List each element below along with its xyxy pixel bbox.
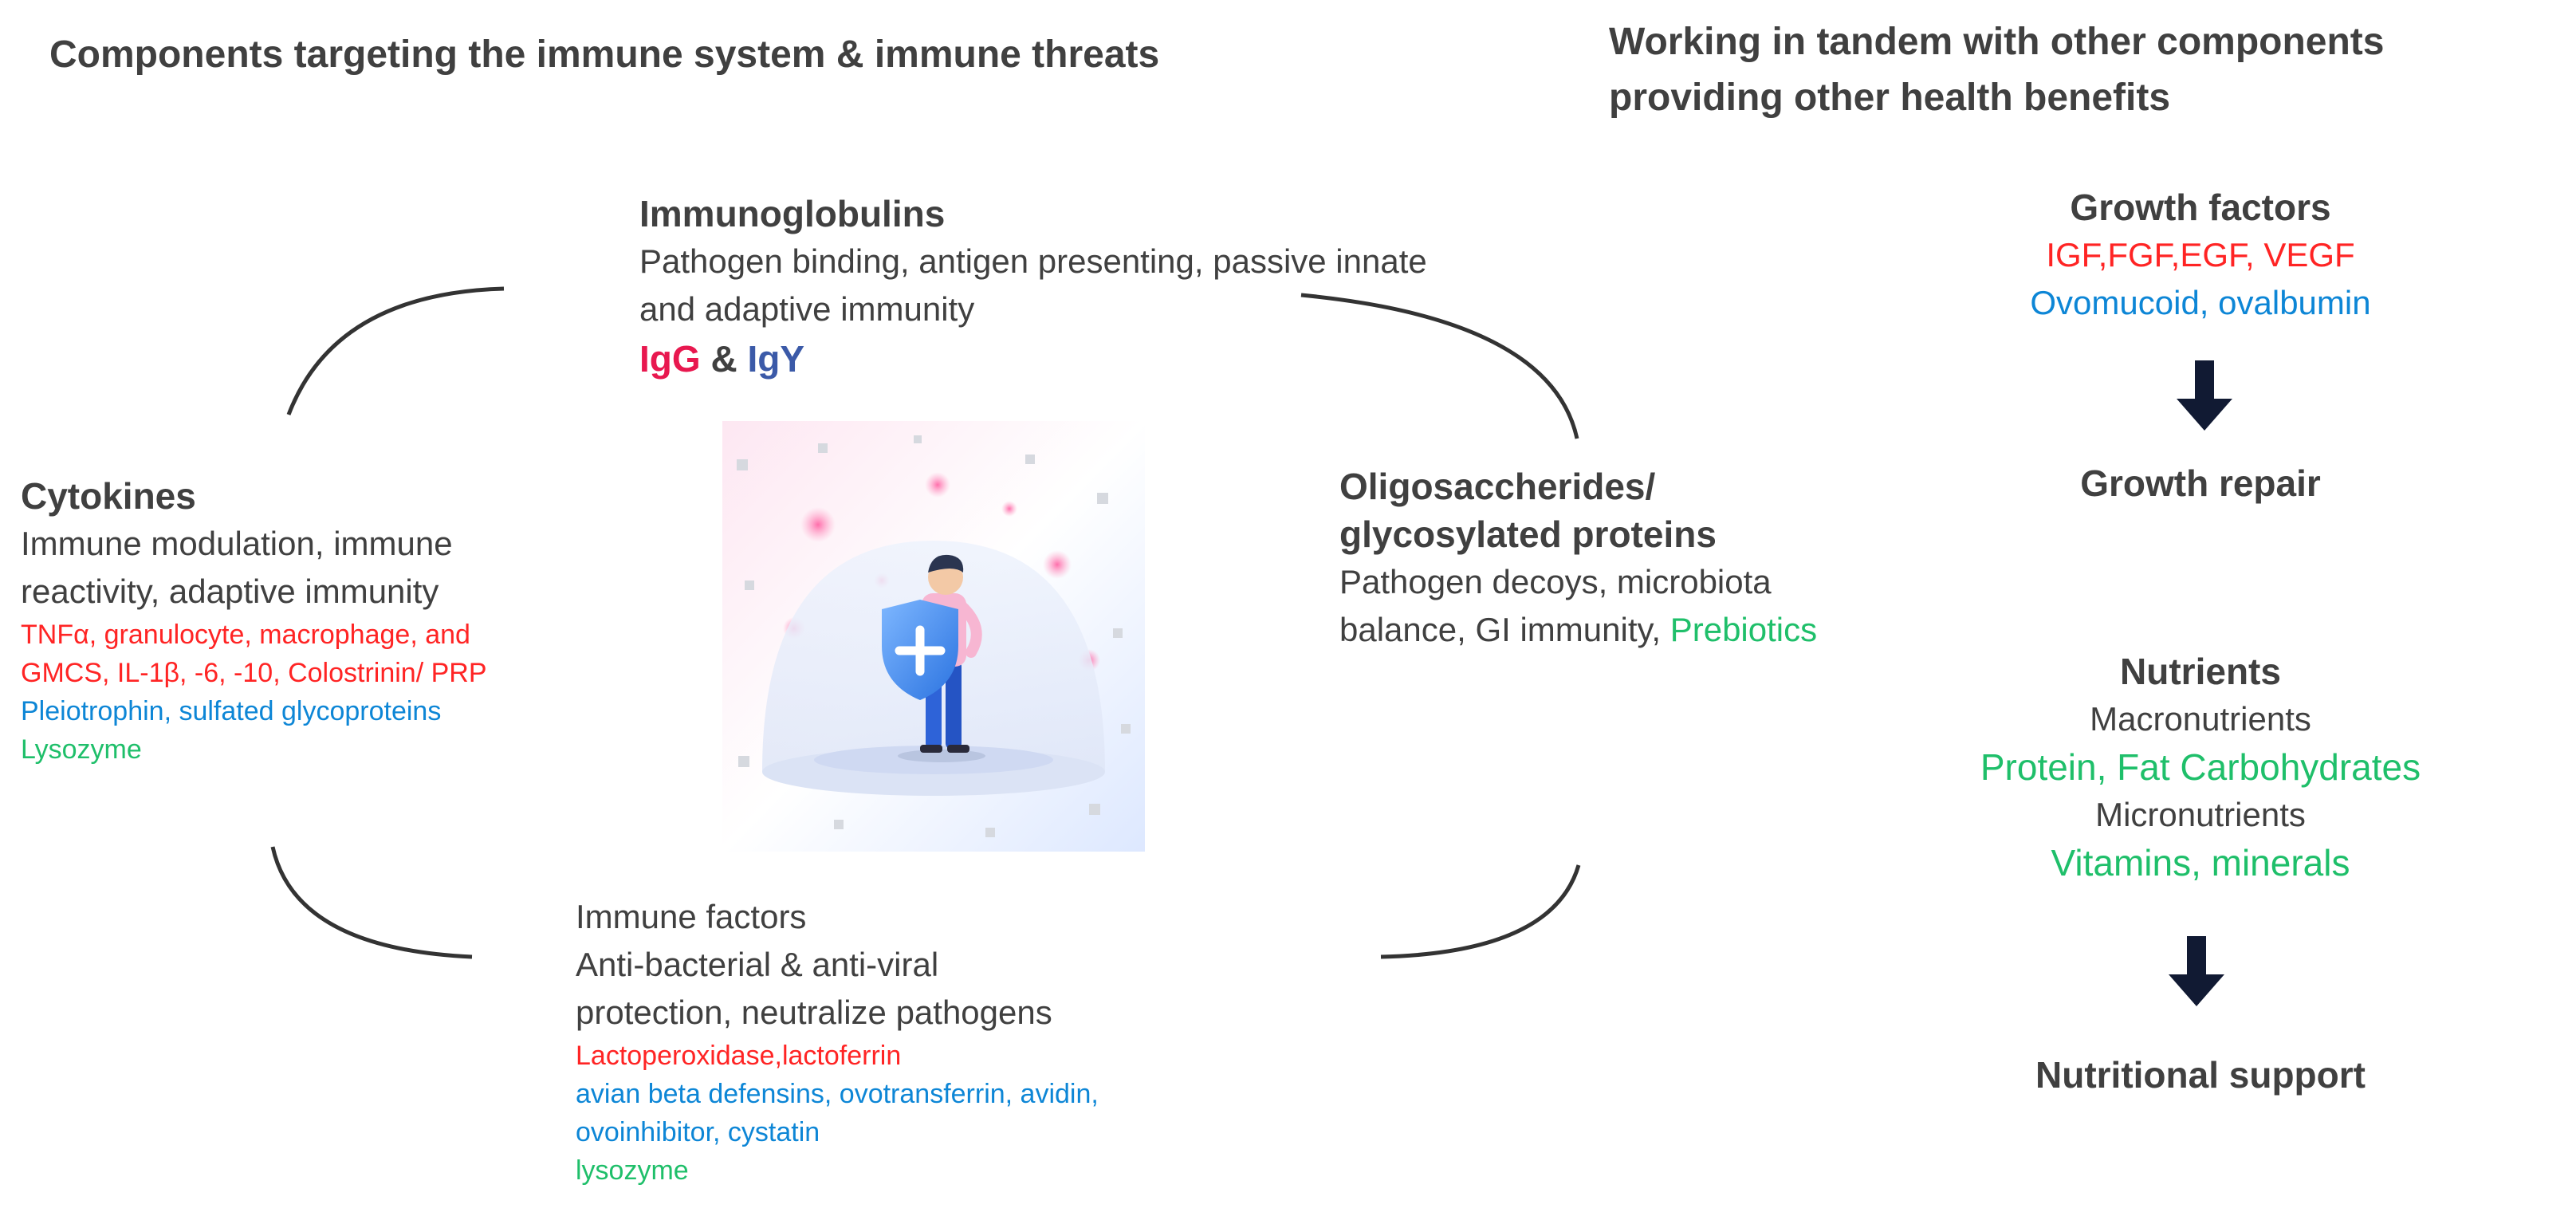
immune-factors-desc-1: Anti-bacterial & anti-viral (576, 946, 939, 983)
growth-repair-label: Growth repair (2080, 462, 2321, 504)
nutrients-block: Nutrients Macronutrients Protein, Fat Ca… (1898, 647, 2503, 887)
cytokines-desc-2: reactivity, adaptive immunity (21, 573, 439, 610)
oligosaccharides-desc-2: balance, GI immunity, Prebiotics (1339, 606, 1817, 654)
cytokines-red-1: TNFα, granulocyte, macrophage, and (21, 620, 470, 650)
macronutrients-label: Macronutrients (2090, 700, 2311, 738)
igg-label: IgG (639, 338, 701, 380)
arc-bottom-right (1380, 864, 1581, 959)
nutritional-support-block: Nutritional support (1898, 1051, 2503, 1099)
cytokines-green: Lysozyme (21, 734, 142, 765)
macronutrients-values: Protein, Fat Carbohydrates (1980, 746, 2421, 788)
cytokines-desc-1: Immune modulation, immune (21, 525, 453, 562)
down-arrow-icon-2 (2169, 936, 2224, 1006)
igy-label: IgY (747, 338, 805, 380)
immunoglobulins-desc-1: Pathogen binding, antigen presenting, pa… (639, 242, 1427, 280)
immune-factors-title: Immune factors (576, 898, 807, 935)
amp-label: & (700, 338, 748, 380)
growth-factors-blue: Ovomucoid, ovalbumin (2030, 284, 2371, 321)
right-header: Working in tandem with other components … (1609, 14, 2384, 126)
immune-factors-blue-1: avian beta defensins, ovotransferrin, av… (576, 1079, 1099, 1109)
oligosaccharides-title-2: glycosylated proteins (1339, 514, 1717, 555)
micronutrients-values: Vitamins, minerals (2051, 842, 2350, 883)
arc-bottom-left (270, 846, 473, 959)
nutritional-support-label: Nutritional support (2035, 1054, 2366, 1096)
growth-factors-block: Growth factors IGF,FGF,EGF, VEGF Ovomuco… (1898, 183, 2503, 327)
down-arrow-icon (2177, 360, 2232, 431)
immune-factors-desc-2: protection, neutralize pathogens (576, 994, 1052, 1031)
micronutrients-label: Micronutrients (2095, 796, 2306, 833)
left-header: Components targeting the immune system &… (49, 27, 1159, 83)
immunity-illustration (722, 421, 1145, 852)
immune-factors-red: Lactoperoxidase,lactoferrin (576, 1041, 902, 1071)
right-header-line-2: providing other health benefits (1609, 77, 2171, 119)
cytokines-blue: Pleiotrophin, sulfated glycoproteins (21, 696, 442, 726)
prebiotics-label: Prebiotics (1669, 611, 1818, 648)
immune-factors-green: lysozyme (576, 1155, 689, 1186)
nutrients-title: Nutrients (2120, 651, 2281, 692)
growth-factors-red: IGF,FGF,EGF, VEGF (2046, 236, 2355, 274)
oligosaccharides-title-1: Oligosaccherides/ (1339, 466, 1656, 507)
cytokines-red-2: GMCS, IL-1β, -6, -10, Colostrinin/ PRP (21, 658, 487, 688)
oligosaccharides-desc-2-text: balance, GI immunity, (1339, 611, 1670, 648)
left-header-text: Components targeting the immune system &… (49, 33, 1160, 76)
right-header-line-1: Working in tandem with other components (1609, 21, 2385, 63)
immunoglobulins-title: Immunoglobulins (639, 193, 946, 234)
arc-top-right (1300, 293, 1579, 439)
oligosaccharides-block: Oligosaccherides/ glycosylated proteins … (1339, 462, 1817, 654)
immune-factors-block: Immune factors Anti-bacterial & anti-vir… (576, 893, 1099, 1190)
immunoglobulins-desc-2: and adaptive immunity (639, 290, 975, 328)
cytokines-block: Cytokines Immune modulation, immune reac… (21, 472, 487, 769)
immunoglobulins-types: IgG & IgY (639, 333, 1427, 384)
immunity-illustration-graphic (722, 421, 1145, 852)
arc-top-left (286, 286, 505, 415)
growth-repair-block: Growth repair (1898, 459, 2503, 507)
growth-factors-title: Growth factors (2070, 187, 2331, 228)
oligosaccharides-desc-1: Pathogen decoys, microbiota (1339, 563, 1772, 600)
immunoglobulins-block: Immunoglobulins Pathogen binding, antige… (639, 190, 1427, 384)
immune-factors-blue-2: ovoinhibitor, cystatin (576, 1117, 820, 1147)
cytokines-title: Cytokines (21, 475, 196, 517)
